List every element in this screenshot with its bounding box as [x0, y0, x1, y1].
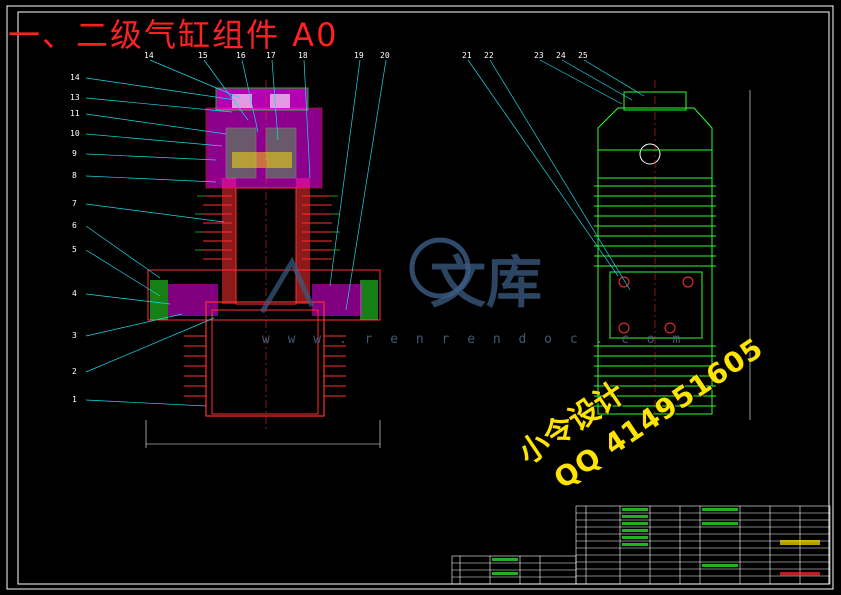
flange-bolt-left — [150, 280, 168, 320]
leader-lines-right — [467, 59, 645, 291]
flange-hole-tr — [682, 276, 694, 288]
flange-outline — [147, 269, 381, 321]
watermark-brand: 文库 — [430, 251, 542, 316]
callout-7: 7 — [72, 199, 77, 208]
callout-22: 22 — [484, 51, 494, 60]
callout-14: 14 — [70, 73, 80, 82]
bom-table-right — [575, 505, 831, 585]
callout-1: 1 — [72, 395, 77, 404]
exterior-flange — [609, 271, 703, 339]
head-bolt-right — [270, 94, 290, 108]
callout-4: 4 — [72, 289, 77, 298]
lower-fins — [184, 335, 346, 397]
outer-frame — [6, 5, 834, 590]
callouts-right: 21 22 23 24 25 — [462, 51, 588, 60]
flange-seal-right — [312, 284, 362, 316]
upper-wall-left — [222, 178, 236, 304]
callout-8: 8 — [72, 171, 77, 180]
callout-6: 6 — [72, 221, 77, 230]
callouts-top: 14 15 16 17 18 19 20 — [144, 51, 390, 60]
exterior-view — [594, 80, 751, 428]
callout-3: 3 — [72, 331, 77, 340]
flange-hole-bl — [618, 322, 630, 334]
callout-24: 24 — [556, 51, 566, 60]
section-view — [145, 80, 381, 448]
callout-11: 11 — [70, 109, 80, 118]
fin-tips — [195, 195, 340, 251]
watermark-logo — [409, 237, 471, 299]
lower-cylinder — [205, 301, 325, 417]
flange-bolt-right — [360, 280, 378, 320]
flange-hole-br — [664, 322, 676, 334]
callout-10: 10 — [70, 129, 80, 138]
callout-5: 5 — [72, 245, 77, 254]
leader-lines-left — [85, 59, 387, 407]
bom-table-left — [451, 555, 577, 585]
callout-top-17: 17 — [266, 51, 276, 60]
callout-top-16: 16 — [236, 51, 246, 60]
callouts-left: 14 13 11 10 9 8 7 6 5 4 3 2 1 — [70, 73, 80, 404]
callout-21: 21 — [462, 51, 472, 60]
watermark-letter-a — [259, 256, 315, 314]
callout-2: 2 — [72, 367, 77, 376]
callout-top-14: 14 — [144, 51, 154, 60]
lower-bore — [211, 309, 319, 415]
watermark-url: w w w . r e n r e n d o c . c o m — [262, 332, 686, 347]
callout-13: 13 — [70, 93, 80, 102]
callout-9: 9 — [72, 149, 77, 158]
callout-top-18: 18 — [298, 51, 308, 60]
valve-plate — [232, 152, 292, 168]
callout-top-15: 15 — [198, 51, 208, 60]
exterior-head-port — [639, 143, 661, 165]
bom-fill-marks — [492, 508, 820, 576]
callout-top-19: 19 — [354, 51, 364, 60]
callout-23: 23 — [534, 51, 544, 60]
flange-hole-tl — [618, 276, 630, 288]
inner-frame — [17, 11, 830, 585]
callout-top-20: 20 — [380, 51, 390, 60]
cylinder-head — [205, 107, 323, 189]
callout-25: 25 — [578, 51, 588, 60]
flange-seal-left — [168, 284, 218, 316]
drawing-title: 一、二级气缸组件 A0 — [8, 16, 339, 54]
